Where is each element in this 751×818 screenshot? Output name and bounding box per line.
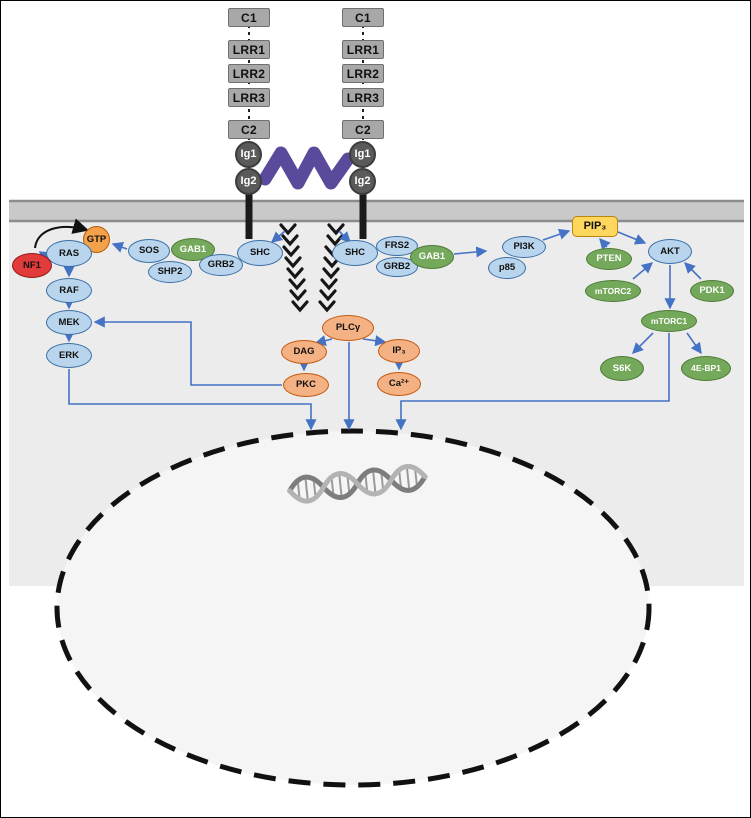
node-dag: DAG — [281, 340, 327, 364]
node-gab1-right: GAB1 — [410, 245, 454, 269]
receptor-right-domain-lrr1: LRR1 — [342, 40, 384, 59]
node-mek: MEK — [46, 310, 92, 335]
node-mtorc1: mTORC1 — [641, 310, 697, 332]
receptor-right-domain-lrr3: LRR3 — [342, 88, 384, 107]
receptor-right-domain-lrr2: LRR2 — [342, 64, 384, 83]
receptor-stems — [245, 187, 367, 239]
receptor-right-domain-c2: C2 — [342, 120, 384, 139]
receptor-left-domain-c1: C1 — [228, 8, 270, 27]
node-raf: RAF — [46, 278, 92, 303]
node-4ebp1: 4E-BP1 — [681, 356, 731, 381]
node-ca2: Ca²⁺ — [377, 372, 421, 396]
receptor-left-domain-lrr2: LRR2 — [228, 64, 270, 83]
receptor-left-domain-lrr3: LRR3 — [228, 88, 270, 107]
node-pkc: PKC — [283, 373, 329, 397]
node-pip3: PIP₃ — [572, 216, 618, 237]
ligand-zigzag — [258, 146, 355, 190]
nucleus — [54, 428, 652, 788]
node-erk: ERK — [46, 343, 92, 368]
node-akt: AKT — [648, 239, 692, 264]
node-grb2-right: GRB2 — [376, 257, 418, 277]
receptor-left-domain-lrr1: LRR1 — [228, 40, 270, 59]
receptor-left-domain-c2: C2 — [228, 120, 270, 139]
receptor-right-domain-c1: C1 — [342, 8, 384, 27]
receptor-tail-left — [279, 223, 309, 313]
node-nf1: NF1 — [12, 253, 52, 278]
receptor-right-ig1: Ig1 — [349, 141, 376, 168]
node-shc-left: SHC — [237, 240, 283, 266]
receptor-right-ig2: Ig2 — [349, 168, 376, 195]
node-gab1-left: GAB1 — [171, 238, 215, 261]
node-plcg: PLCγ — [322, 315, 374, 341]
node-mtorc2: mTORC2 — [585, 280, 641, 302]
node-frs2: FRS2 — [376, 236, 418, 256]
plasma-membrane — [9, 199, 744, 223]
node-grb2-left: GRB2 — [199, 254, 243, 276]
node-ras: RAS — [46, 240, 92, 267]
gtp-cycle-arrow — [34, 218, 89, 249]
node-gtp: GTP — [83, 226, 110, 253]
node-shc-right: SHC — [332, 240, 378, 266]
node-shp2: SHP2 — [148, 261, 192, 283]
receptor-left-ig1: Ig1 — [235, 141, 262, 168]
signal-arrows — [38, 228, 702, 431]
node-s6k: S6K — [600, 356, 644, 381]
receptor-left-ig2: Ig2 — [235, 168, 262, 195]
dna-helix — [287, 463, 428, 504]
node-pdk1: PDK1 — [690, 280, 734, 302]
node-sos: SOS — [128, 239, 170, 263]
node-ip3: IP₃ — [378, 339, 420, 363]
node-pi3k: PI3K — [502, 236, 546, 258]
node-pten: PTEN — [586, 248, 632, 270]
node-p85: p85 — [488, 257, 526, 279]
